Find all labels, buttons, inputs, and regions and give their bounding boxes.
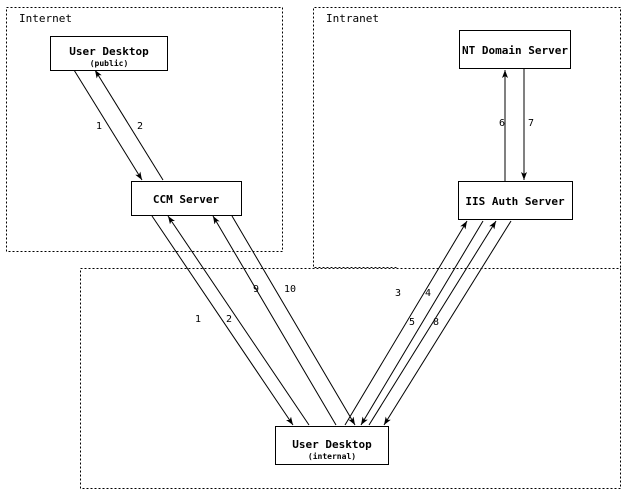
node-nt-domain-server-title: NT Domain Server — [462, 44, 568, 57]
node-user-desktop-internal-subtitle: (internal) — [308, 451, 356, 461]
node-ccm-server[interactable]: CCM Server — [131, 181, 242, 216]
edge-10-line — [231, 215, 356, 426]
edge-1b-label: 1 — [195, 314, 201, 325]
edge-5-label: 5 — [409, 317, 415, 328]
edge-8-label: 8 — [433, 317, 439, 328]
edge-7-label: 7 — [528, 118, 534, 129]
edge-9-label: 9 — [253, 284, 259, 295]
edge-9-line — [212, 215, 337, 426]
node-ccm-server-box[interactable] — [131, 181, 242, 216]
edge-2-label: 2 — [137, 121, 143, 132]
node-user-desktop-public-title: User Desktop — [69, 45, 149, 58]
edge-5-line — [368, 220, 497, 426]
node-user-desktop-public-box[interactable] — [50, 36, 168, 71]
edge-1-line — [73, 69, 143, 181]
zone-internet-label: Internet — [19, 12, 72, 25]
zone-intranet-boundary — [313, 7, 621, 268]
node-user-desktop-internal-title: User Desktop — [292, 438, 372, 451]
zone-internal-boundary — [80, 268, 621, 489]
node-iis-auth-server-box[interactable] — [458, 181, 573, 220]
edge-3-line — [344, 220, 468, 426]
edge-10-label: 10 — [284, 284, 296, 295]
edge-6-label: 6 — [499, 118, 505, 129]
edge-1-label: 1 — [96, 121, 102, 132]
zone-intranet-label: Intranet — [326, 12, 379, 25]
edge-3-label: 3 — [395, 288, 401, 299]
zone-internet-boundary — [6, 7, 283, 252]
node-nt-domain-server-box[interactable] — [459, 30, 571, 69]
edge-2b-label: 2 — [226, 314, 232, 325]
node-user-desktop-public[interactable]: User Desktop (public) — [50, 36, 168, 71]
edge-4-label: 4 — [425, 288, 431, 299]
edge-1b-line — [151, 215, 294, 426]
edge-2b-line — [167, 215, 310, 426]
node-iis-auth-server-title: IIS Auth Server — [465, 195, 565, 208]
node-nt-domain-server[interactable]: NT Domain Server — [459, 30, 571, 69]
node-user-desktop-internal-box[interactable] — [275, 426, 389, 465]
node-ccm-server-title: CCM Server — [153, 193, 220, 206]
node-user-desktop-public-subtitle: (public) — [90, 58, 129, 68]
node-user-desktop-internal[interactable]: User Desktop (internal) — [275, 426, 389, 465]
edge-8-line — [383, 220, 512, 426]
edge-2-line — [94, 69, 164, 181]
node-iis-auth-server[interactable]: IIS Auth Server — [458, 181, 573, 220]
edge-4-line — [360, 220, 484, 426]
